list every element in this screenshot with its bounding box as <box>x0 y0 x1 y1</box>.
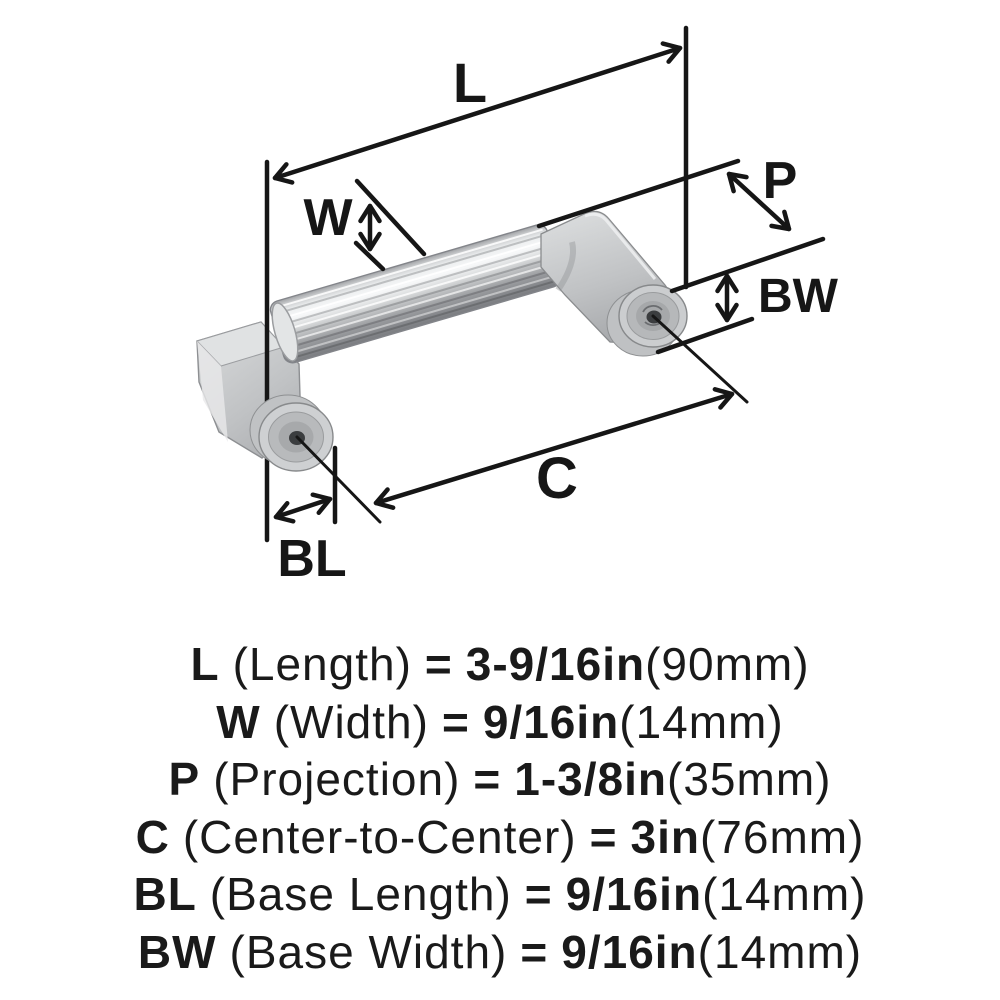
legend-abbr: L <box>190 638 220 690</box>
legend-equals: = <box>589 810 618 863</box>
legend-name: (Center-to-Center) <box>182 810 577 863</box>
legend-metric: (14mm) <box>702 868 867 920</box>
legend-abbr: C <box>135 810 170 863</box>
legend-name: (Base Length) <box>209 868 512 920</box>
legend-name: (Length) <box>232 638 412 690</box>
legend-metric: (14mm) <box>619 695 784 748</box>
legend-abbr: W <box>216 695 261 748</box>
screw-line-right <box>651 314 749 404</box>
legend-line-width: W (Width) = 9/16in(14mm) <box>216 694 783 752</box>
legend-value: 1-3/8in <box>514 753 668 805</box>
legend-line-projection: P (Projection) = 1-3/8in(35mm) <box>169 751 832 809</box>
dimension-labels: L W P BW C BL <box>277 51 838 588</box>
label-P: P <box>763 152 798 210</box>
legend-equals: = <box>473 753 502 805</box>
legend-name: (Width) <box>273 695 429 748</box>
screw-line-left <box>295 435 382 524</box>
legend-metric: (35mm) <box>667 753 832 805</box>
legend-line-base-width: BW (Base Width) = 9/16in(14mm) <box>138 924 862 982</box>
legend-name: (Projection) <box>213 753 461 805</box>
legend-equals: = <box>524 868 553 920</box>
legend-value: 9/16in <box>561 925 698 978</box>
p-ref-lower <box>669 236 826 294</box>
w-tick-upper <box>354 178 427 257</box>
legend-line-length: L (Length) = 3-9/16in(90mm) <box>190 636 809 694</box>
bar-flutes <box>277 228 558 359</box>
bar-end-cap <box>271 302 299 362</box>
label-BL: BL <box>277 530 346 588</box>
legend-equals: = <box>520 925 549 978</box>
legend-equals: = <box>441 695 470 748</box>
legend-metric: (76mm) <box>699 810 865 863</box>
dim-line-P <box>726 171 792 232</box>
dim-line-BL <box>273 492 333 524</box>
bw-ref-lower <box>655 316 755 355</box>
label-BW: BW <box>758 270 839 323</box>
dimension-legend: L (Length) = 3-9/16in(90mm) W (Width) = … <box>0 636 1000 981</box>
dim-line-L <box>272 41 683 185</box>
legend-line-base-length: BL (Base Length) = 9/16in(14mm) <box>133 866 866 924</box>
legend-abbr: BL <box>133 868 197 920</box>
dim-line-C <box>373 387 735 510</box>
legend-abbr: P <box>168 753 201 805</box>
legend-abbr: BW <box>137 925 217 978</box>
legend-equals: = <box>424 638 453 690</box>
legend-name: (Base Width) <box>229 925 508 978</box>
label-C: C <box>536 446 578 511</box>
label-L: L <box>453 51 487 114</box>
legend-value: 9/16in <box>482 695 620 748</box>
handle-bar <box>269 224 562 364</box>
legend-value: 3in <box>630 810 700 863</box>
legend-value: 3-9/16in <box>465 638 646 690</box>
legend-line-center-to-center: C (Center-to-Center) = 3in(76mm) <box>136 809 865 867</box>
legend-metric: (90mm) <box>645 638 810 690</box>
dimension-diagram: L W P BW C BL <box>196 25 839 588</box>
p-ref-upper <box>536 158 741 229</box>
dimension-lines <box>272 25 826 525</box>
label-W: W <box>303 189 353 247</box>
legend-value: 9/16in <box>565 868 703 920</box>
legend-metric: (14mm) <box>697 925 863 978</box>
